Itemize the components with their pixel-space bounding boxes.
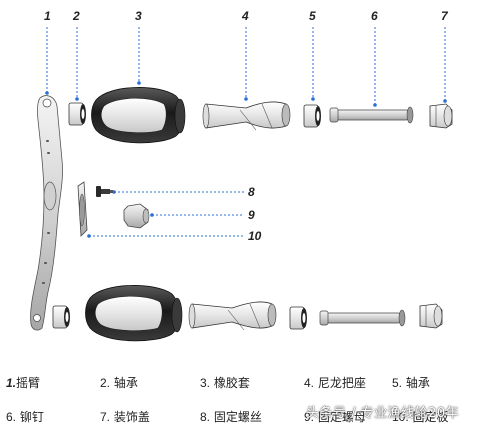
callout-1: 1 (44, 9, 51, 23)
part-fixing-screw (96, 186, 113, 197)
callout-2: 2 (72, 9, 80, 23)
leader-lines (46, 27, 446, 237)
part-crank-arm (30, 95, 63, 331)
part-nylon-seat-bottom (188, 301, 277, 331)
callout-9: 9 (248, 208, 255, 222)
legend-item-10: 10. 固定板 (392, 410, 449, 424)
legend-row-1: 1.摇臂 2. 轴承 3. 橡胶套 4. 尼龙把座 5. 轴承 (0, 374, 497, 394)
part-fixing-nut (123, 203, 150, 229)
part-fixing-plate (77, 181, 88, 237)
callout-4: 4 (241, 9, 249, 23)
legend-item-1: 1.摇臂 (6, 376, 41, 390)
part-rubber-knob-bottom (85, 285, 183, 342)
part-decorative-cap-bottom (419, 303, 443, 329)
part-rivet-bottom (319, 309, 406, 327)
legend-item-6: 6. 铆钉 (6, 410, 44, 424)
callout-8: 8 (248, 185, 255, 199)
part-nylon-seat-top (202, 101, 291, 131)
legend-item-8: 8. 固定螺丝 (200, 410, 262, 424)
legend-item-9: 9. 固定螺母 (304, 410, 366, 424)
legend-item-2: 2. 轴承 (100, 376, 138, 390)
part-rubber-knob-top (91, 87, 186, 144)
part-bearing-bottom-left (52, 305, 70, 329)
part-bearing-top-right (303, 104, 321, 128)
callout-7: 7 (441, 9, 449, 23)
callout-5: 5 (309, 9, 316, 23)
legend-item-7: 7. 装饰盖 (100, 410, 150, 424)
part-rivet-top (329, 106, 414, 124)
part-bearing-bottom-right (289, 306, 307, 330)
leader-dots (45, 81, 447, 238)
callout-6: 6 (371, 9, 378, 23)
callout-3: 3 (135, 9, 142, 23)
callout-10: 10 (248, 229, 262, 243)
part-bearing-top-left (68, 102, 86, 126)
legend-item-4: 4. 尼龙把座 (304, 376, 366, 390)
watermark-text: 头条号 / 专业渔线轮20年 (306, 406, 460, 421)
legend-item-3: 3. 橡胶套 (200, 376, 250, 390)
legend-item-5: 5. 轴承 (392, 376, 430, 390)
part-decorative-cap-top (429, 103, 453, 129)
legend-row-2: 6. 铆钉 7. 装饰盖 8. 固定螺丝 9. 固定螺母 10. 固定板 (0, 408, 497, 428)
